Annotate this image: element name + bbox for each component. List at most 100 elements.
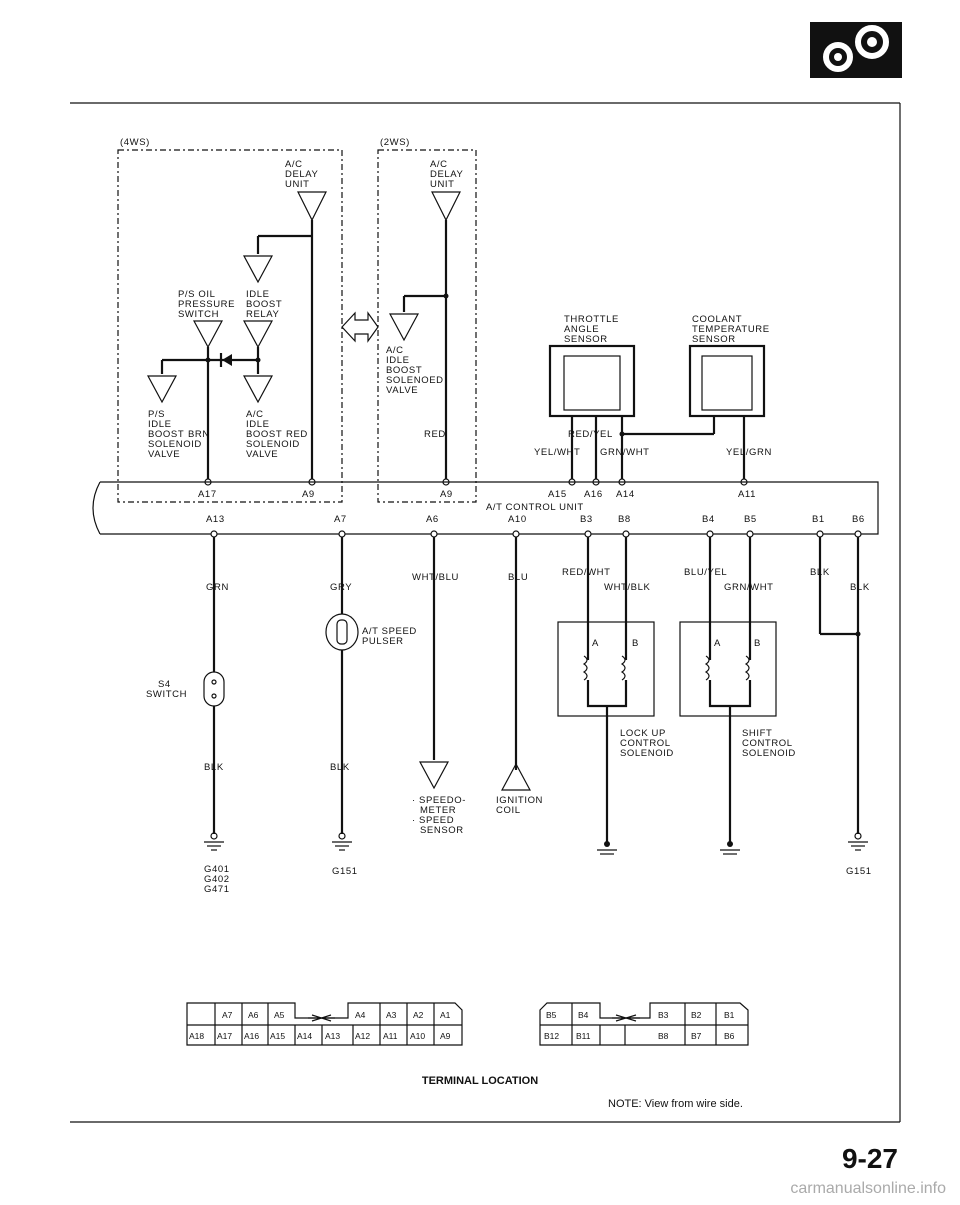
ps-switch-l2: PRESSURE	[178, 299, 235, 310]
wire-blk2-label: BLK	[330, 762, 350, 773]
ta-bot-9: A9	[440, 1031, 451, 1041]
speed-pulser-l1: A/T SPEED	[362, 626, 417, 637]
shift-l1: SHIFT	[742, 728, 772, 739]
ignition-coil-triangle-icon	[500, 762, 532, 791]
shift-coil-a: A	[714, 638, 721, 649]
wire-blk1-label: BLK	[204, 762, 224, 773]
tb-top-3: B2	[691, 1010, 702, 1020]
ta-bot-6: A12	[355, 1031, 370, 1041]
coolant-l3: SENSOR	[692, 334, 736, 345]
pin-a9: A9	[302, 489, 315, 500]
tb-top-1: B4	[578, 1010, 589, 1020]
pin-a13: A13	[206, 514, 225, 525]
section-4ws-label: (4WS)	[120, 137, 150, 148]
view-note: NOTE: View from wire side.	[608, 1098, 743, 1110]
coil-a2-icon	[704, 655, 710, 681]
shift-l2: CONTROL	[742, 738, 793, 749]
coil-b2-icon	[744, 655, 750, 681]
ac-valve-triangle-icon	[242, 375, 274, 404]
shift-solenoid-box	[679, 621, 777, 717]
wire-red-label: RED	[286, 429, 308, 440]
pin-b4: B4	[702, 514, 715, 525]
ps-valve-triangle-icon	[146, 375, 178, 404]
gear-logo-icon	[810, 22, 902, 78]
pin-a15: A15	[548, 489, 567, 500]
control-unit-outline	[100, 481, 879, 535]
tb-top-2: B3	[658, 1010, 669, 1020]
relay-l3: RELAY	[246, 309, 280, 320]
s4-switch-icon	[203, 671, 225, 707]
ground-g151-b-icon	[848, 832, 868, 851]
control-unit-label: A/T CONTROL UNIT	[486, 502, 584, 513]
wire-blk4-label: BLK	[850, 582, 870, 593]
ta-bot-4: A14	[297, 1031, 312, 1041]
ta-bot-1: A17	[217, 1031, 232, 1041]
watermark: carmanualsonline.info	[790, 1180, 946, 1197]
ac-delay-4ws-l1: A/C	[285, 159, 303, 170]
throttle-sensor-box	[548, 344, 636, 418]
ta-bot-2: A16	[244, 1031, 259, 1041]
enclosure-2ws	[377, 149, 477, 503]
pin-b3: B3	[580, 514, 593, 525]
relay-coil-triangle-icon	[242, 255, 274, 284]
ground-g401: G401	[204, 864, 230, 875]
shift-l3: SOLENOID	[742, 748, 796, 759]
ground-lockup-icon	[597, 841, 617, 855]
ac-delay-2ws-l3: UNIT	[430, 179, 455, 190]
lockup-coil-b: B	[632, 638, 639, 649]
ground-g402: G402	[204, 874, 230, 885]
terminal-connector-a: A7 A6 A5 A4 A3 A2 A1 A18 A17 A16 A15 A14…	[186, 1002, 463, 1046]
wire-yel-wht-label: YEL/WHT	[534, 447, 580, 458]
ps-switch-l3: SWITCH	[178, 309, 219, 320]
ground-g151-a-icon	[332, 832, 352, 851]
page-number: 9-27	[841, 1143, 898, 1174]
pin-b5: B5	[744, 514, 757, 525]
terminal-connector-b: B5 B4 B3 B2 B1 B12 B11 B8 B7 B6	[539, 1002, 749, 1046]
speedometer-triangle-icon	[418, 761, 450, 790]
ac-valve-l1: A/C	[246, 409, 264, 420]
s4-switch-l1: S4	[158, 679, 171, 690]
ground-g471: G471	[204, 884, 230, 895]
ac-delay-4ws-l2: DELAY	[285, 169, 319, 180]
section-2ws-label: (2WS)	[380, 137, 410, 148]
ta-bot-3: A15	[270, 1031, 285, 1041]
wire-red-yel-label: RED/YEL	[568, 429, 613, 440]
ac-valve-l4: SOLENOID	[246, 439, 300, 450]
wire-brn-label: BRN	[188, 429, 210, 440]
speedo-l1: · SPEEDO-	[412, 795, 466, 806]
pin-a17: A17	[198, 489, 217, 500]
tb-bot-2: B8	[658, 1031, 669, 1041]
pin-b8: B8	[618, 514, 631, 525]
wire-grn-label: GRN	[206, 582, 229, 593]
ps-valve-l5: VALVE	[148, 449, 180, 460]
ac-valve-2ws-l2: IDLE	[386, 355, 410, 366]
lockup-l1: LOCK UP	[620, 728, 666, 739]
terminal-location-caption: TERMINAL LOCATION	[421, 1075, 539, 1087]
coolant-l2: TEMPERATURE	[692, 324, 770, 335]
shift-coil-b: B	[754, 638, 761, 649]
tb-bot-4: B6	[724, 1031, 735, 1041]
lockup-coil-a: A	[592, 638, 599, 649]
wire-red-wht-label: RED/WHT	[562, 567, 611, 578]
ta-bot-8: A10	[410, 1031, 425, 1041]
ac-valve-l5: VALVE	[246, 449, 278, 460]
tb-bot-0: B12	[544, 1031, 559, 1041]
ps-valve-l3: BOOST	[148, 429, 184, 440]
ac-delay-2ws-triangle-icon	[431, 191, 461, 222]
ac-valve-l2: IDLE	[246, 419, 270, 430]
ta-bot-5: A13	[325, 1031, 340, 1041]
enclosure-4ws	[117, 149, 343, 503]
ps-valve-l4: SOLENOID	[148, 439, 202, 450]
relay-l2: BOOST	[246, 299, 282, 310]
diode-icon	[219, 353, 232, 367]
ps-valve-l2: IDLE	[148, 419, 172, 430]
pin-a11: A11	[738, 489, 756, 500]
ta-top-6: A1	[440, 1010, 451, 1020]
pin-b6: B6	[852, 514, 865, 525]
tb-top-4: B1	[724, 1010, 735, 1020]
ac-delay-4ws-l3: UNIT	[285, 179, 310, 190]
speed-pulser-l2: PULSER	[362, 636, 404, 647]
ta-top-2: A5	[274, 1010, 285, 1020]
tb-bot-1: B11	[576, 1031, 591, 1041]
wire-blu-yel-label: BLU/YEL	[684, 567, 727, 578]
